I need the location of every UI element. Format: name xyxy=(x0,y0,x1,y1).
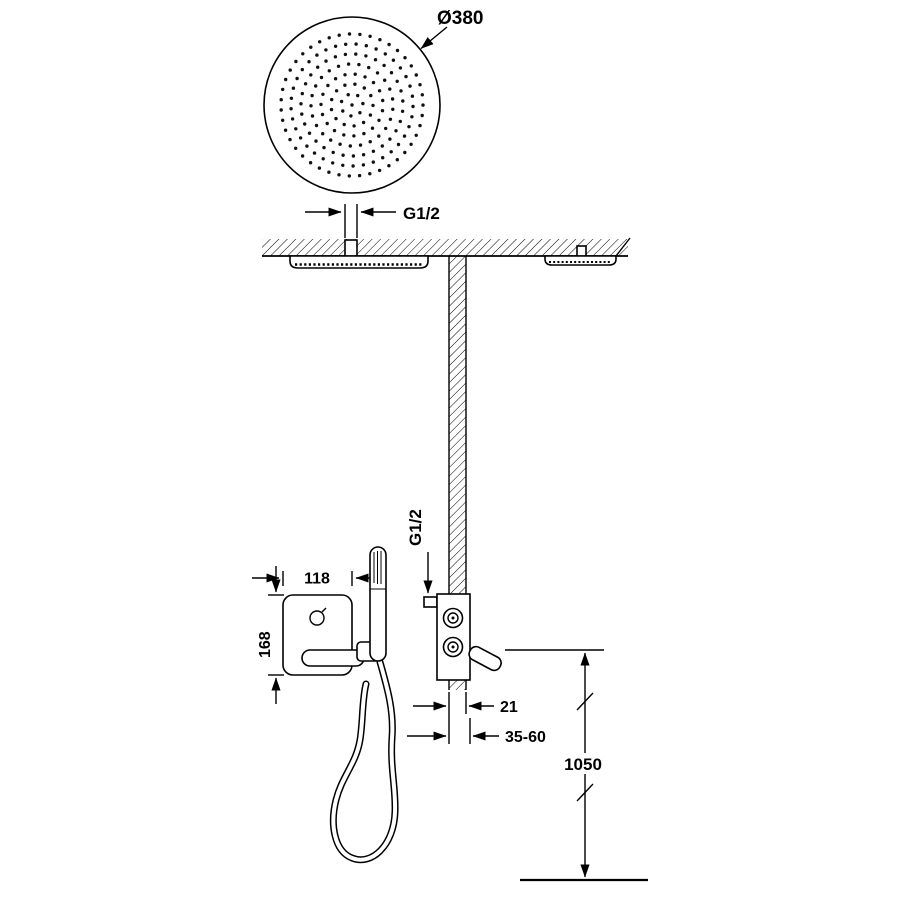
plate-width-dimension: 118 xyxy=(252,571,383,588)
plate-height-label: 168 xyxy=(257,631,274,658)
ceiling-section xyxy=(262,237,631,257)
secondary-showerhead-side-view xyxy=(544,245,617,266)
min-depth-label: 21 xyxy=(500,699,518,716)
diverter-notch xyxy=(321,607,327,613)
diameter-dimension: Ø380 xyxy=(420,8,483,50)
valve-port-inner xyxy=(447,612,459,624)
mixer-valve-body xyxy=(423,593,502,681)
handshower xyxy=(329,546,399,864)
recess-depth-label: 35-60 xyxy=(505,729,546,746)
spray-nozzle-dots xyxy=(279,32,425,178)
plate-height-dimension: 168 xyxy=(257,566,284,704)
diameter-leader-line xyxy=(420,26,448,50)
mixer-lever xyxy=(468,645,502,672)
diameter-label: Ø380 xyxy=(437,8,483,29)
plate-width-label: 118 xyxy=(304,571,330,588)
mixer-trim-plate xyxy=(282,594,365,676)
recess-depth-dimension: 35-60 xyxy=(407,718,546,746)
showerhead-plate xyxy=(544,255,617,266)
break-mark xyxy=(576,783,594,802)
valve-port-dot xyxy=(451,616,455,620)
mixer-thread-label: G1/2 xyxy=(406,509,425,546)
showerhead-plan-view xyxy=(263,16,441,194)
ceiling-hatch-end xyxy=(615,237,631,257)
wall-thickness-dimension: 21 xyxy=(413,692,518,744)
mixer-thread-dimension: G1/2 xyxy=(406,509,433,594)
diverter-knob xyxy=(309,610,325,626)
head-thread-dimension: G1/2 xyxy=(305,204,440,238)
wall-hatch xyxy=(449,256,466,690)
ceiling-hatch xyxy=(262,239,628,256)
inlet-stub xyxy=(423,596,438,608)
install-height-label: 1050 xyxy=(564,755,602,774)
height-dimension: 1050 xyxy=(505,649,648,882)
head-thread-stem xyxy=(344,239,358,257)
valve-port-dot xyxy=(451,645,455,649)
shower-hose-inner xyxy=(331,660,398,862)
label-backing xyxy=(557,753,609,774)
ceiling-showerhead-side-view xyxy=(289,239,429,269)
head-thread-stem xyxy=(576,245,587,257)
lever-shape xyxy=(468,645,502,672)
head-thread-label: G1/2 xyxy=(403,204,440,223)
valve-port-inner xyxy=(447,641,459,653)
trim-lever xyxy=(301,649,365,667)
showerhead-plate xyxy=(289,255,429,269)
break-mark xyxy=(576,692,594,711)
